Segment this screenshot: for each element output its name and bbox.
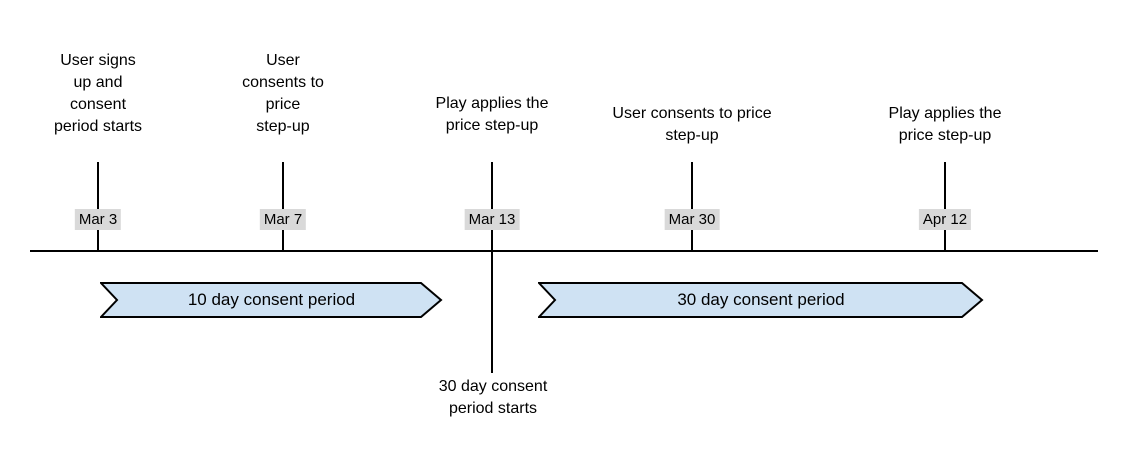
period-banner-10-day: 10 day consent period [100, 281, 443, 319]
event-label-mar13: Play applies the price step-up [435, 95, 549, 134]
event-label-mar30: User consents to price step-up [612, 105, 772, 144]
timeline-tick-mar7 [282, 162, 284, 251]
timeline-tick-mar3 [97, 162, 99, 251]
timeline-tick-mar13-below [491, 252, 493, 373]
timeline-tick-mar13 [491, 162, 493, 251]
period-arrow-shape [538, 282, 984, 318]
date-chip-apr12: Apr 12 [918, 209, 972, 230]
date-chip-mar13: Mar 13 [464, 209, 520, 230]
period-arrow-polygon [100, 282, 443, 318]
timeline-axis [30, 250, 1098, 252]
note-consent-period-starts: 30 day consent period starts [438, 378, 548, 417]
period-arrow-polygon [538, 282, 984, 318]
date-chip-mar30: Mar 30 [664, 209, 720, 230]
timeline-tick-apr12 [944, 162, 946, 251]
date-chip-mar3: Mar 3 [74, 209, 122, 230]
event-label-mar3: User signs up and consent period starts [53, 52, 143, 135]
period-arrow-shape [100, 282, 443, 318]
timeline-tick-mar30 [691, 162, 693, 251]
period-banner-label: 30 day consent period [677, 290, 845, 309]
period-banner-30-day: 30 day consent period [538, 281, 984, 319]
event-label-mar7: User consents to price step-up [242, 52, 324, 135]
period-banner-label: 10 day consent period [187, 290, 356, 309]
event-label-apr12: Play applies the price step-up [888, 105, 1002, 144]
date-chip-mar7: Mar 7 [259, 209, 307, 230]
